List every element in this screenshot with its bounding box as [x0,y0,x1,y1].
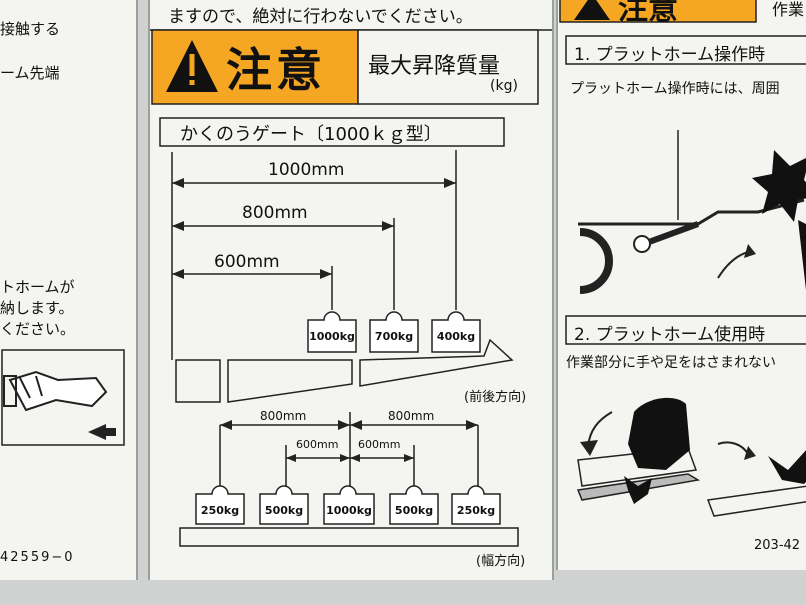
section1-text: プラットホーム操作時には、周囲 [570,81,780,97]
caution-word: 注意 [226,43,326,97]
width-load-500kg-left: 500kg [264,504,304,517]
section2-title: 2. プラットホーム使用時 [574,325,766,345]
dimension-600mm: 600mm [214,252,280,272]
width-dimension-left-800mm: 800mm [260,409,307,423]
left-text-line-3: トホームが [0,278,75,296]
width-load-500kg-right: 500kg [394,504,434,517]
left-text-line-5: ください。 [0,320,76,338]
heading-unit: (kg) [490,78,518,94]
dimension-1000mm: 1000mm [268,160,345,180]
dimension-800mm: 800mm [242,203,308,223]
direction-width: (幅方向) [476,554,526,569]
diagram-graphics [150,29,552,547]
center-label-panel: ますので、絶対に行わないでください。 [148,0,554,580]
width-load-1000kg: 1000kg [326,504,372,517]
section2-text: 作業部分に手や足をはさまれない [566,355,776,371]
width-dimension-right-600mm: 600mm [358,438,401,451]
left-text-line-1: 接触する [0,20,61,38]
load-box-400kg: 400kg [436,330,476,343]
load-box-1000kg: 1000kg [309,330,355,343]
width-load-250kg-right: 250kg [456,504,496,517]
right-label-panel: 注意 作業 1. プラットホーム操作時 プラットホーム操作時には、周囲 2. プ… [556,0,806,570]
header-fragment: 作業 [772,0,805,19]
top-warning-text: ますので、絶対に行わないでください。 [168,7,473,27]
left-text-line-2: ーム先端 [0,64,60,82]
width-dimension-right-800mm: 800mm [388,409,435,423]
left-text-line-4: 納します。 [0,299,74,317]
left-illustration [1,349,125,446]
right-illustrations [559,0,806,517]
caution-word-right: 注意 [618,0,678,27]
width-load-250kg-left: 250kg [200,504,240,517]
gate-title: かくのうゲート〔1000ｋｇ型〕 [180,124,442,145]
heading-max-lift-mass: 最大昇降質量 [368,54,501,79]
direction-front-back: (前後方向) [464,390,527,405]
left-label-panel: 接触する ーム先端 トホームが 納します。 ください。 42559−0 [0,0,138,580]
section1-title: 1. プラットホーム操作時 [574,45,766,65]
width-dimension-left-600mm: 600mm [296,438,339,451]
warning-triangle-icon-right [574,0,610,20]
right-code: 203-42 [754,538,801,553]
left-code: 42559−0 [0,550,75,565]
load-box-700kg: 700kg [374,330,414,343]
